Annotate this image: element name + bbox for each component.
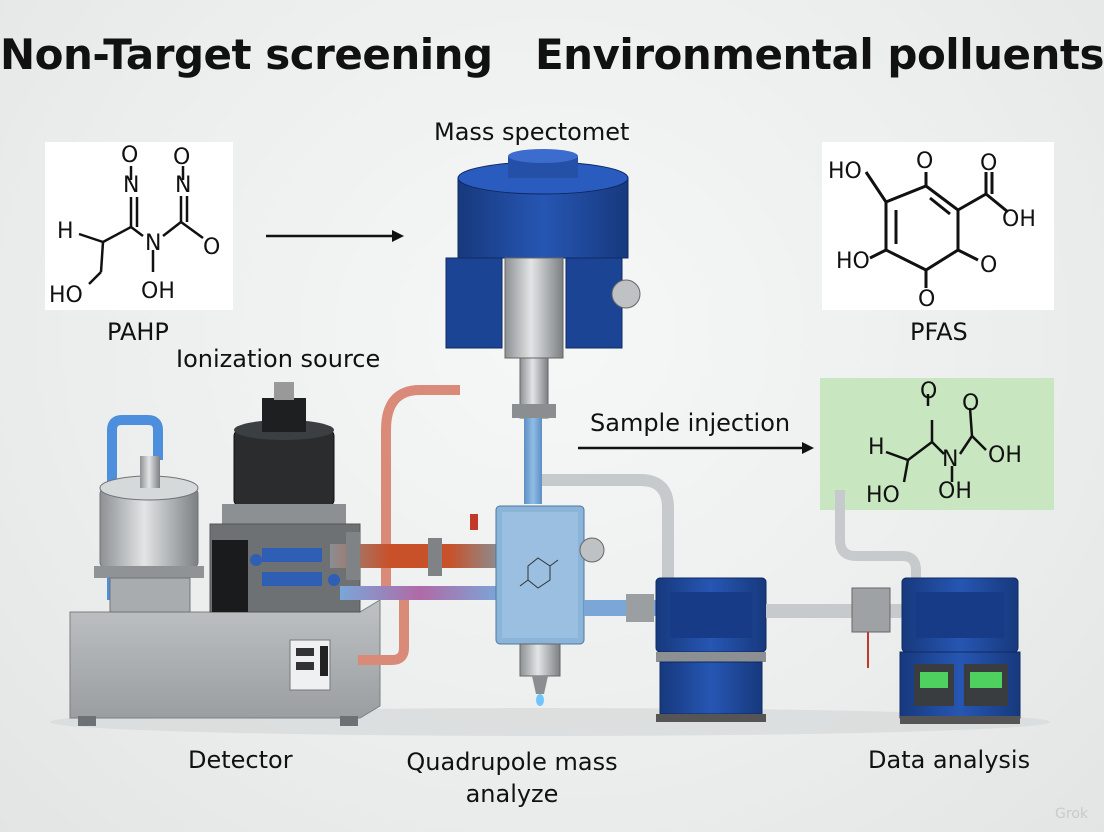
label-sample-injection: Sample injection — [590, 409, 791, 437]
atom-o-4: O — [918, 287, 935, 312]
atom-oh-2: OH — [938, 479, 972, 504]
atom-oh-1: OH — [988, 443, 1022, 468]
atom-oh-acid: OH — [1002, 207, 1036, 232]
label-data-analysis: Data analysis — [868, 746, 1031, 774]
atom-ho-1: HO — [828, 159, 862, 184]
atom-o-1: O — [121, 143, 138, 168]
label-pfas: PFAS — [910, 318, 968, 346]
label-quadrupole-line-2: analyze — [465, 780, 559, 808]
atom-o-top-1: O — [920, 379, 937, 404]
label-quadrupole-line-1: Quadrupole mass — [406, 748, 618, 776]
title-left: Non-Target screening — [0, 30, 493, 79]
title-right: Environmental polluents — [534, 30, 1104, 79]
label-mass-spectrometer: Mass spectomet — [434, 118, 630, 146]
label-detector: Detector — [188, 746, 293, 774]
molecule-panel-pfas: HO O O OH HO O O — [822, 142, 1054, 312]
atom-ho: HO — [49, 283, 83, 308]
atom-n-3: N — [145, 231, 161, 256]
atom-n: N — [942, 447, 958, 472]
atom-ho: HO — [866, 483, 900, 508]
atom-n-1: N — [123, 173, 139, 198]
watermark: Grok — [1055, 806, 1088, 822]
molecule-structure-pahp: O N O N H N O HO OH — [49, 143, 220, 308]
atom-o-2: O — [173, 145, 190, 170]
label-pahp: PAHP — [107, 318, 169, 346]
atom-ho-2: HO — [836, 249, 870, 274]
atom-n-2: N — [175, 173, 191, 198]
atom-o-3: O — [203, 235, 220, 260]
atom-h: H — [57, 219, 74, 244]
atom-o-top-2: O — [962, 391, 979, 416]
atom-o-carbonyl: O — [980, 151, 997, 176]
atom-o-ring: O — [916, 149, 933, 174]
molecule-structure-pfas: HO O O OH HO O O — [828, 149, 1036, 312]
page-title: Non-Target screening Environmental pollu… — [0, 30, 1104, 79]
molecule-structure-sample: O O H N OH HO OH — [866, 379, 1022, 508]
molecule-panel-sample: O O H N OH HO OH — [820, 378, 1054, 510]
molecule-panel-pahp: O N O N H N O HO OH — [45, 142, 233, 310]
label-quadrupole-mass-analyzer: Quadrupole mass analyze — [400, 746, 624, 810]
arrow-sample-injection — [578, 442, 814, 454]
arrow-top — [266, 230, 404, 242]
atom-h: H — [868, 435, 885, 460]
label-ionization-source: Ionization source — [176, 345, 381, 373]
atom-oh: OH — [141, 279, 175, 304]
atom-o-3: O — [980, 253, 997, 278]
